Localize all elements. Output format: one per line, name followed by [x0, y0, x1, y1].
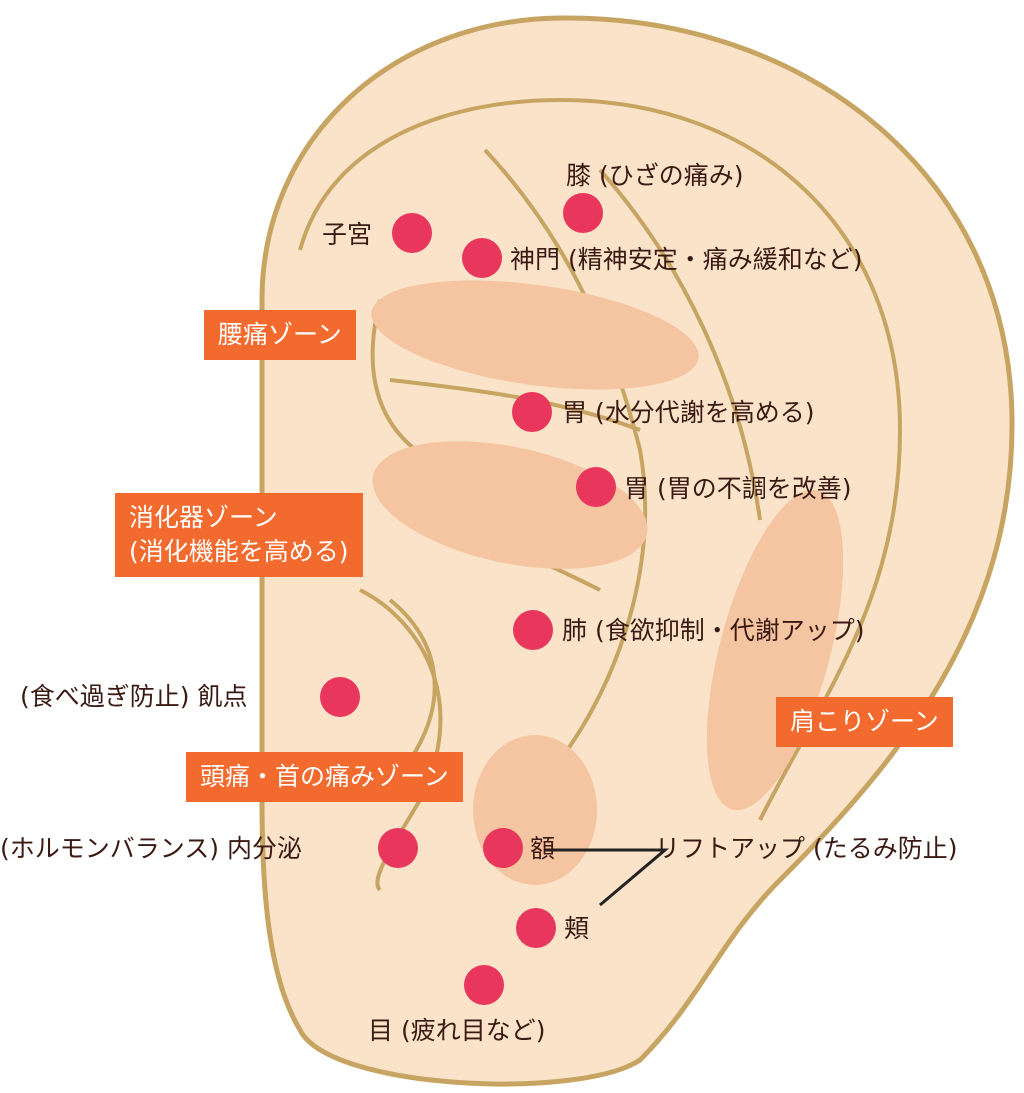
zone-label-digestive-line1: 消化器ゾーン	[129, 503, 278, 532]
antitragus-line	[388, 598, 437, 762]
point-knee[interactable]	[563, 193, 603, 233]
point-uterus[interactable]	[392, 213, 432, 253]
point-stomach-water[interactable]	[512, 392, 552, 432]
zone-label-head-neck: 頭痛・首の痛みゾーン	[186, 752, 463, 802]
lumbago-zone	[371, 280, 699, 390]
point-cheek[interactable]	[516, 908, 556, 948]
point-eye[interactable]	[464, 965, 504, 1005]
label-cheek: 頬	[564, 914, 590, 943]
point-lung[interactable]	[513, 610, 553, 650]
digestive-zone	[372, 441, 648, 569]
zone-label-lumbago: 腰痛ゾーン	[204, 310, 356, 360]
label-endocrine: (ホルモンバランス) 内分泌	[0, 834, 302, 863]
point-hunger[interactable]	[320, 677, 360, 717]
helix-crus-line	[598, 168, 762, 521]
point-shenmen[interactable]	[462, 238, 502, 278]
label-eye: 目 (疲れ目など)	[368, 1016, 546, 1045]
label-lift-up: リフトアップ (たるみ防止)	[655, 834, 958, 863]
zone-label-shoulder: 肩こりゾーン	[776, 697, 953, 747]
label-knee: 膝 (ひざの痛み)	[566, 161, 744, 190]
callout-line	[545, 848, 670, 907]
helix-inner-line	[298, 97, 903, 821]
zone-label-digestive: 消化器ゾーン (消化機能を高める)	[115, 493, 363, 577]
point-forehead[interactable]	[483, 828, 523, 868]
zone-label-digestive-line2: (消化機能を高める)	[129, 536, 349, 566]
label-hunger: (食べ過ぎ防止) 飢点	[20, 682, 248, 711]
label-forehead: 額	[530, 834, 556, 863]
label-lung: 肺 (食欲抑制・代謝アップ)	[562, 616, 865, 645]
antihelix-line	[483, 148, 648, 762]
shoulder-zone	[706, 489, 844, 811]
point-stomach[interactable]	[576, 467, 616, 507]
point-endocrine[interactable]	[378, 828, 418, 868]
label-stomach: 胃 (胃の不調を改善)	[624, 474, 852, 503]
label-stomach-water: 胃 (水分代謝を高める)	[562, 398, 815, 427]
label-shenmen: 神門 (精神安定・痛み緩和など)	[510, 245, 863, 274]
label-uterus: 子宮	[322, 220, 373, 249]
